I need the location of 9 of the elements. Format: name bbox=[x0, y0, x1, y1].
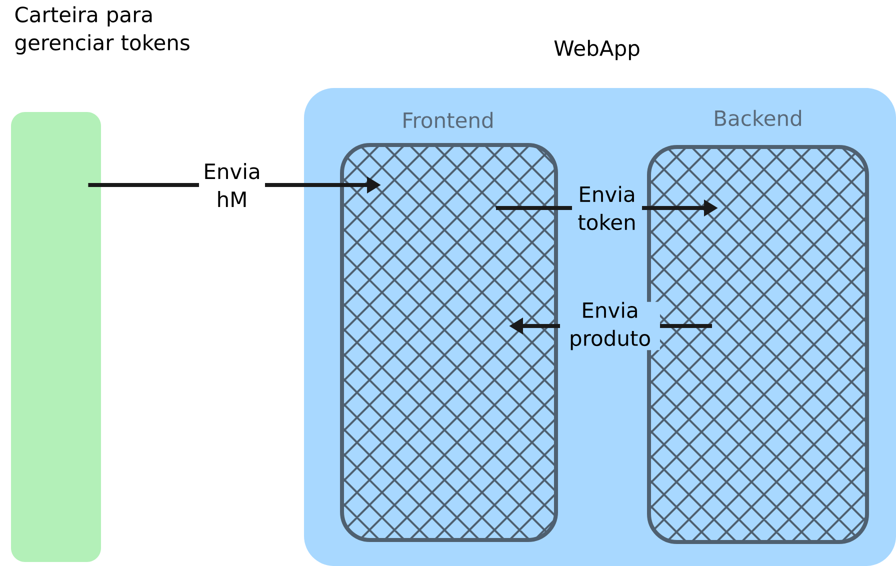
edge-label: Envia hM bbox=[199, 163, 265, 207]
node-label: Carteira para gerenciar tokens bbox=[15, 6, 190, 55]
edge-label: Envia produto bbox=[560, 302, 660, 350]
hatched-box: Frontend bbox=[340, 112, 558, 542]
node-label: Frontend bbox=[404, 112, 492, 128]
edge-label: Envia token bbox=[572, 186, 642, 230]
panel: Carteira para gerenciar tokens bbox=[11, 6, 190, 562]
node-label: Backend bbox=[715, 110, 802, 126]
node-label: WebApp bbox=[554, 40, 640, 60]
